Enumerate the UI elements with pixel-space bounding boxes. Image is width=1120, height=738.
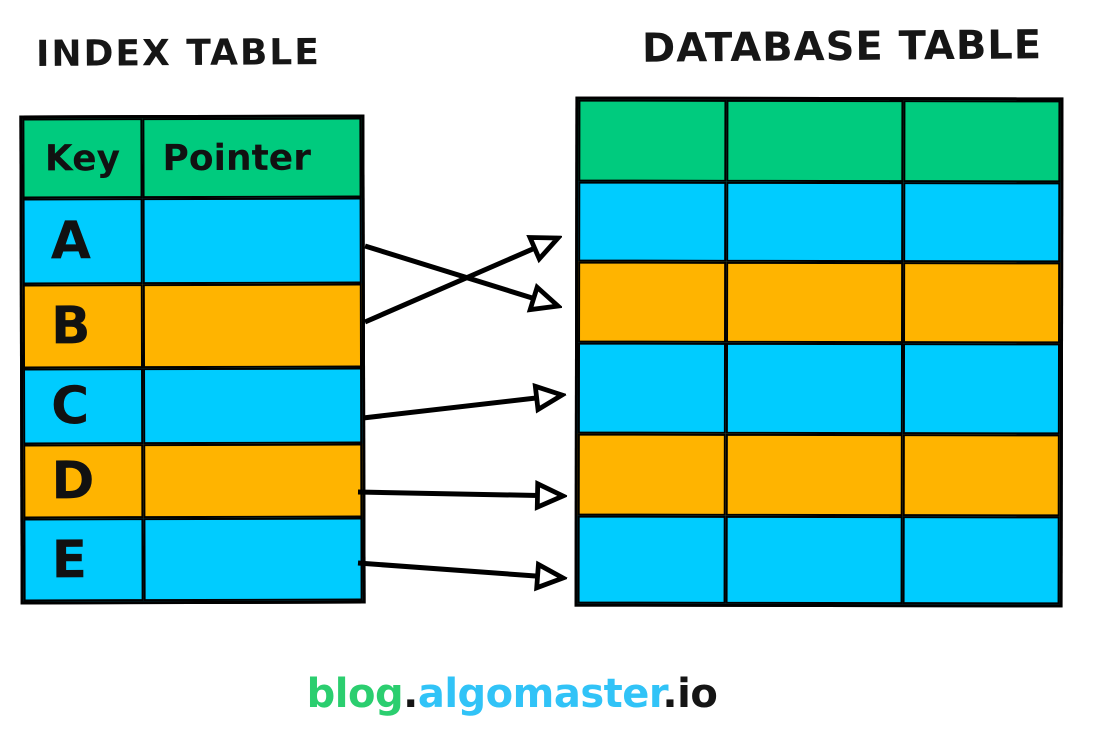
footer-branding: blog.algomaster.io	[0, 671, 1024, 717]
db-cell	[726, 99, 904, 183]
db-row-4	[577, 342, 1061, 435]
index-header-key: Key	[22, 118, 143, 199]
db-cell	[903, 182, 1061, 263]
db-row-1	[578, 99, 1061, 183]
key-cell: A	[22, 198, 143, 285]
arrow-e-to-row6	[357, 560, 563, 578]
footer-dot: .	[403, 671, 418, 717]
database-table	[574, 96, 1064, 608]
db-cell	[725, 433, 903, 517]
key-label: C	[51, 376, 90, 437]
db-cell	[725, 342, 904, 435]
db-cell	[726, 181, 904, 263]
index-row-b: B	[22, 283, 363, 369]
arrow-c-to-row4	[362, 395, 562, 421]
db-row-2	[578, 181, 1061, 263]
pointer-cell	[143, 443, 363, 519]
pointer-cell	[142, 283, 363, 369]
key-label: B	[50, 296, 91, 357]
pointer-cell	[142, 197, 362, 285]
key-cell: C	[23, 368, 144, 445]
db-cell	[578, 99, 727, 182]
db-cell	[903, 100, 1061, 183]
database-table-title: DATABASE TABLE	[641, 22, 1043, 72]
db-cell	[902, 434, 1060, 517]
db-cell	[578, 261, 727, 343]
footer-segment-blog: blog	[306, 671, 404, 717]
db-cell	[578, 181, 727, 262]
key-label: A	[50, 211, 92, 272]
db-cell	[903, 262, 1061, 344]
arrow-a-to-row3	[364, 243, 558, 306]
db-cell	[577, 433, 726, 516]
db-cell	[902, 516, 1060, 605]
db-cell	[577, 342, 727, 434]
index-table-title: INDEX TABLE	[35, 32, 322, 75]
key-cell: E	[23, 518, 144, 602]
key-label: D	[51, 451, 95, 512]
footer-segment-algomaster: algomaster	[417, 671, 663, 717]
index-header-pointer: Pointer	[142, 117, 362, 199]
db-cell	[577, 515, 726, 604]
arrow-b-to-row2	[364, 238, 558, 325]
arrow-d-to-row5	[357, 492, 563, 496]
footer-segment-io: io	[677, 671, 718, 717]
index-row-d: D	[23, 443, 363, 519]
footer-dot: .	[662, 671, 678, 717]
pointer-cell	[143, 367, 363, 445]
key-cell: D	[23, 444, 144, 519]
db-row-5	[577, 433, 1060, 517]
index-header-row: Key Pointer	[22, 117, 362, 199]
key-label: E	[51, 529, 88, 590]
db-row-3	[578, 261, 1061, 344]
key-cell: B	[22, 284, 144, 369]
index-table: Key Pointer A B C D E	[19, 114, 366, 605]
db-cell	[902, 343, 1061, 435]
db-cell	[725, 515, 903, 605]
pointer-cell	[143, 517, 363, 602]
index-row-a: A	[22, 197, 362, 285]
db-cell	[726, 261, 904, 344]
index-row-e: E	[23, 517, 363, 602]
index-row-c: C	[23, 367, 363, 445]
db-row-6	[577, 515, 1060, 605]
